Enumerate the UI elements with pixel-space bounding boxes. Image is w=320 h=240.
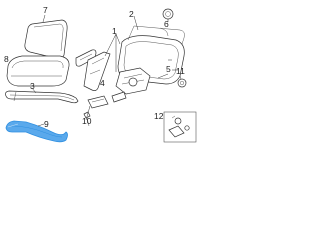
leader-lines	[31, 14, 182, 127]
round-cap-part	[162, 8, 174, 20]
callout-3: 3	[30, 81, 35, 91]
callout-11: 11	[176, 66, 185, 76]
highlighted-trim-part	[5, 120, 68, 143]
callout-12: 12	[154, 111, 164, 121]
callout-4: 4	[100, 78, 105, 88]
callout-6: 6	[164, 19, 169, 29]
callout-1: 1	[112, 26, 117, 36]
callout-2: 2	[129, 9, 134, 19]
callout-9: 9	[44, 119, 49, 129]
long-bracket-part	[83, 51, 111, 92]
callout-8: 8	[4, 54, 9, 64]
actuator-part	[115, 67, 151, 95]
trim-strip-part	[5, 90, 79, 104]
screw-part	[83, 111, 91, 127]
callout-7: 7	[43, 5, 48, 15]
callout-10: 10	[82, 116, 92, 126]
mirror-housing-part	[6, 55, 70, 87]
callout-5: 5	[166, 64, 171, 74]
mirror-cap-part	[24, 19, 68, 59]
mirror-parts-diagram: 7 1 2 6 8 3 4 5 11 10 9 12	[4, 5, 197, 143]
connector-part	[87, 91, 127, 109]
fastener-part	[177, 78, 187, 88]
parts-box	[163, 111, 197, 143]
